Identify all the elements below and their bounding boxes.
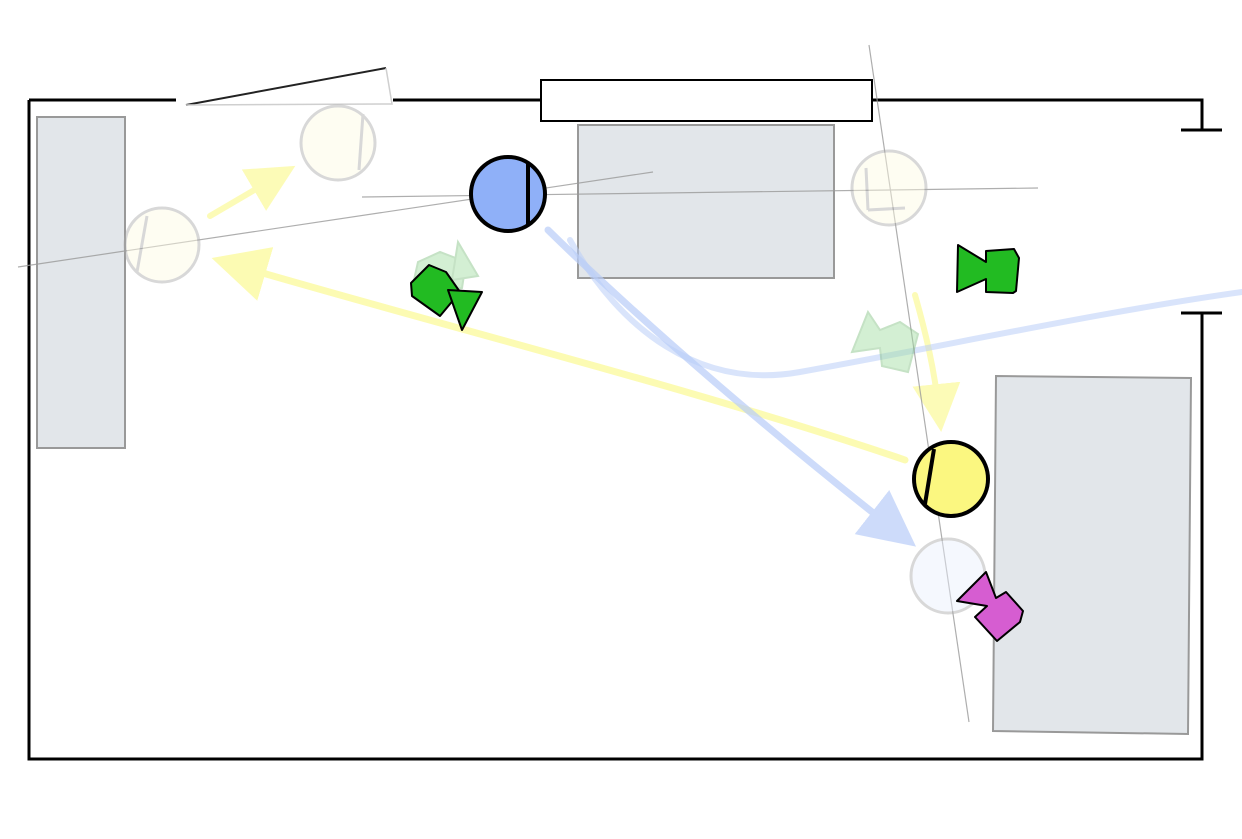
cabinet-left bbox=[36, 116, 126, 449]
wall-right-bottom bbox=[27, 100, 1204, 761]
yellow-actor[interactable] bbox=[912, 440, 990, 518]
table-top bbox=[577, 124, 835, 279]
camera-2[interactable] bbox=[956, 244, 1020, 294]
movement-paths bbox=[207, 165, 1242, 547]
window bbox=[540, 79, 873, 122]
camera-ghost-2 bbox=[850, 309, 920, 374]
blue-actor[interactable] bbox=[469, 155, 547, 233]
camera-1[interactable] bbox=[410, 264, 483, 331]
yellow-ghost-2 bbox=[123, 206, 201, 284]
sightline-3 bbox=[868, 44, 970, 723]
yellow-ghost-3 bbox=[850, 149, 928, 227]
path-yellow-1 bbox=[207, 165, 296, 219]
sightlines bbox=[17, 44, 1039, 723]
path-yellow-3 bbox=[912, 292, 961, 432]
yellow-ghost-1 bbox=[299, 104, 377, 182]
furniture bbox=[36, 116, 1193, 736]
path-yellow-2 bbox=[211, 247, 909, 464]
room-walls bbox=[27, 98, 1222, 761]
door bbox=[185, 67, 393, 106]
camera-3[interactable] bbox=[956, 571, 1024, 642]
path-blue-2 bbox=[567, 237, 1242, 379]
door-leaf bbox=[185, 67, 387, 106]
wall-top-right bbox=[872, 98, 1204, 130]
door-swing-outline bbox=[185, 67, 393, 106]
bed-right bbox=[991, 374, 1193, 736]
sightline-1 bbox=[17, 171, 654, 268]
